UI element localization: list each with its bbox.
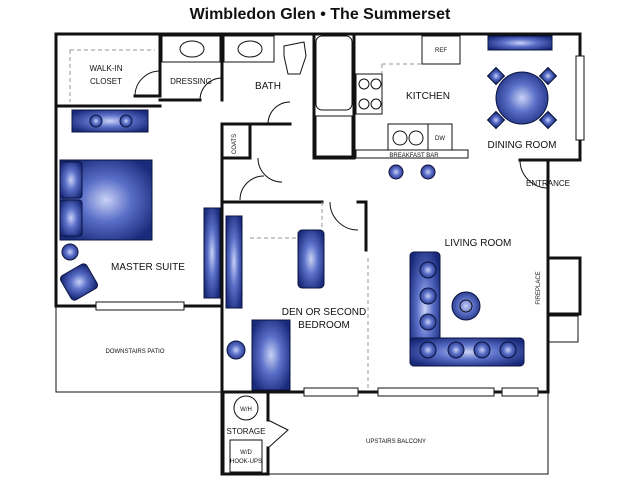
fixtures	[161, 35, 469, 473]
label-downstairs-patio: DOWNSTAIRS PATIO	[105, 349, 164, 355]
door-swings	[134, 70, 549, 449]
label-wh: W/H	[240, 407, 252, 413]
label-coats: COATS	[232, 134, 238, 154]
label-walk-in-2: CLOSET	[90, 77, 122, 86]
label-dressing: DRESSING	[170, 77, 212, 86]
bookshelf-icon	[225, 215, 243, 309]
loveseat-icon	[297, 229, 325, 289]
label-upstairs-balcony: UPSTAIRS BALCONY	[366, 439, 426, 445]
sideboard-icon	[487, 35, 553, 51]
downstairs-patio-area	[55, 305, 223, 393]
property-name: Wimbledon Glen	[189, 6, 316, 23]
lamp-icon	[61, 243, 79, 261]
label-master-suite: MASTER SUITE	[111, 262, 185, 273]
label-ref: REF	[435, 48, 447, 54]
windows	[95, 55, 585, 397]
title-separator: •	[320, 6, 326, 23]
label-hookups: HOOK-UPS	[230, 459, 262, 465]
label-den-1: DEN OR SECOND	[282, 307, 366, 318]
desk-chair-icon	[226, 340, 246, 360]
dining-table-icon	[495, 71, 549, 125]
upstairs-balcony-area	[223, 391, 549, 475]
label-wd: W/D	[240, 450, 252, 456]
armchair-icon	[59, 263, 99, 301]
label-bath: BATH	[255, 81, 281, 92]
desk-icon	[251, 319, 291, 391]
label-dw: DW	[435, 136, 445, 142]
label-breakfast-bar: BREAKFAST BAR	[389, 153, 439, 159]
coffee-table-icon	[451, 291, 481, 321]
label-kitchen: KITCHEN	[406, 91, 450, 102]
label-entrance: ENTRANCE	[526, 179, 570, 188]
plan-name: The Summerset	[330, 6, 451, 23]
plan-title: Wimbledon Glen • The Summerset	[0, 6, 640, 24]
furniture	[59, 35, 558, 391]
label-storage: STORAGE	[227, 427, 266, 436]
label-fireplace: FIREPLACE	[536, 271, 542, 304]
label-den-2: BEDROOM	[298, 320, 350, 331]
master-dresser-icon	[203, 207, 221, 299]
label-walk-in-1: WALK-IN	[89, 64, 122, 73]
bar-stool-icon	[388, 164, 404, 180]
label-living-room: LIVING ROOM	[445, 238, 512, 249]
dresser-icon	[71, 109, 149, 133]
label-dining-room: DINING ROOM	[488, 140, 557, 151]
bar-stool-icon	[420, 164, 436, 180]
